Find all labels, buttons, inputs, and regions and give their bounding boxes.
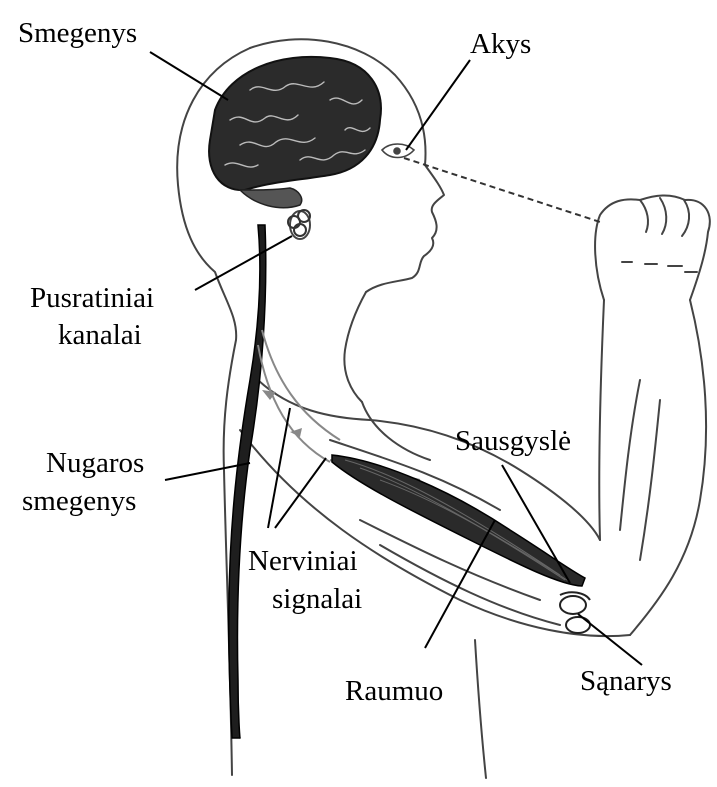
knuckle-marks	[622, 262, 697, 272]
finger-lines	[640, 198, 689, 236]
leader-canals	[195, 236, 292, 290]
brain	[209, 57, 381, 208]
fist-outline	[595, 195, 710, 300]
label-brain: Smegenys	[18, 17, 137, 49]
line-of-sight	[404, 158, 600, 222]
cerebrum	[209, 57, 381, 190]
leader-nerve-2	[275, 458, 326, 528]
spinal-cord	[229, 225, 266, 738]
leader-brain	[150, 52, 228, 100]
neck-outline	[344, 292, 366, 402]
joint-part-1	[560, 596, 586, 614]
canal-loop-3	[294, 224, 306, 236]
cerebellum	[240, 188, 302, 208]
forearm-line-2	[640, 400, 660, 560]
joint-part-2	[566, 617, 590, 633]
label-spinal-cord-line1: Nugaros	[46, 447, 144, 479]
forearm-outer	[630, 300, 706, 635]
torso-front-lower	[475, 640, 486, 778]
face-profile	[366, 165, 444, 292]
leader-joint	[578, 614, 642, 665]
label-tendon: Sausgyslė	[455, 425, 571, 457]
label-semicircular-canals-line1: Pusratiniai	[30, 282, 154, 314]
forearm-inner	[599, 300, 604, 540]
label-semicircular-canals-line2: kanalai	[58, 319, 142, 351]
forearm-line-1	[620, 380, 640, 530]
label-nerve-signals-line1: Nerviniai	[248, 545, 358, 577]
label-spinal-cord-line2: smegenys	[22, 485, 136, 517]
pupil	[394, 148, 400, 154]
label-joint: Sąnarys	[580, 665, 672, 697]
label-nerve-signals-line2: signalai	[272, 583, 362, 615]
joint	[560, 592, 590, 633]
chest-outline	[362, 402, 430, 460]
nerve-path-1	[262, 330, 340, 440]
leader-muscle	[425, 520, 495, 648]
label-eyes: Akys	[470, 28, 531, 60]
label-muscle: Raumuo	[345, 675, 443, 707]
